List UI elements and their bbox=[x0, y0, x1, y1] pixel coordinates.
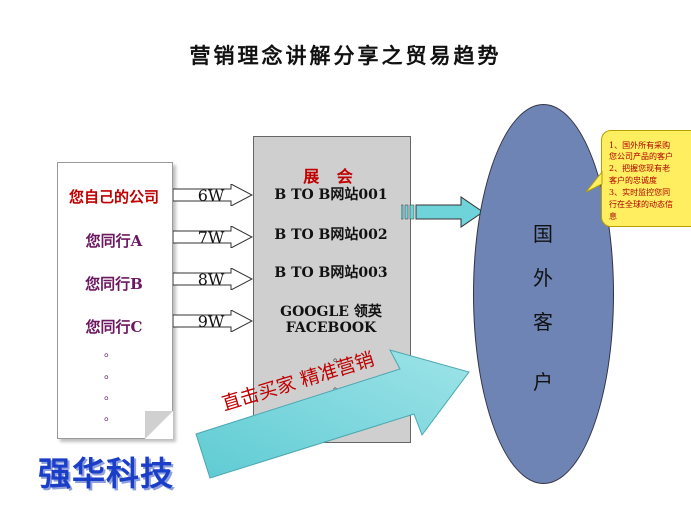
overseas-client-ellipse bbox=[473, 104, 614, 484]
callout-line: 客户的忠诚度 bbox=[609, 176, 657, 185]
page-title: 营销理念讲解分享之贸易趋势 bbox=[189, 44, 502, 68]
company-list-card bbox=[57, 162, 173, 439]
callout-line: 1、国外所有采购 bbox=[609, 141, 671, 150]
competitor-b-label: 您同行B bbox=[85, 275, 143, 293]
page-fold-corner bbox=[145, 411, 173, 439]
arrow-label-6w: 6W bbox=[197, 186, 225, 205]
channel-b2b-002: B TO B网站002 bbox=[274, 227, 388, 243]
arrow-label-7w: 7W bbox=[197, 228, 225, 247]
arrow-label-8w: 8W bbox=[197, 270, 225, 289]
channel-b2b-001: B TO B网站001 bbox=[274, 187, 388, 203]
company-own-label: 您自己的公司 bbox=[68, 188, 159, 206]
flow-arrow-icon bbox=[173, 184, 253, 206]
expo-heading: 展 会 bbox=[303, 167, 359, 186]
callout-line: 2、把握您现有老 bbox=[609, 164, 671, 173]
competitor-a-label: 您同行A bbox=[85, 232, 143, 250]
callout-pointer-icon bbox=[586, 170, 603, 193]
channel-facebook: FACEBOOK bbox=[285, 320, 377, 336]
ellipsis-dot: 。 bbox=[333, 351, 344, 364]
ellipsis-dot: 。 bbox=[104, 388, 117, 402]
ellipsis-dot: 。 bbox=[104, 367, 117, 381]
flow-arrow-icon bbox=[173, 226, 253, 248]
client-char: 外 bbox=[533, 266, 553, 290]
brand-logo-text: 强华科技 bbox=[38, 454, 174, 493]
client-char: 国 bbox=[533, 222, 553, 246]
arrow-label-9w: 9W bbox=[197, 312, 225, 331]
ellipsis-dot: 。 bbox=[333, 380, 344, 393]
callout-line: 行在全球的动态信 bbox=[609, 200, 673, 209]
banner-arrow-icon bbox=[195, 349, 470, 479]
competitor-c-label: 您同行C bbox=[85, 318, 143, 336]
channel-google-linkedin: GOOGLE 领英 bbox=[280, 304, 382, 320]
flow-arrow-icon bbox=[173, 310, 253, 332]
striped-arrow-icon bbox=[401, 196, 484, 228]
client-char: 户 bbox=[533, 370, 553, 394]
callout-note bbox=[601, 130, 691, 227]
channel-b2b-003: B TO B网站003 bbox=[274, 265, 388, 281]
ellipsis-dot: 。 bbox=[104, 409, 117, 423]
flow-arrow-icon bbox=[173, 268, 253, 290]
ellipsis-dot: 。 bbox=[104, 345, 117, 359]
callout-line: 您公司产品的客户 bbox=[609, 152, 673, 161]
client-char: 客 bbox=[533, 310, 553, 334]
callout-line: 息 bbox=[609, 212, 617, 221]
callout-line: 3、实时监控您同 bbox=[609, 188, 671, 197]
